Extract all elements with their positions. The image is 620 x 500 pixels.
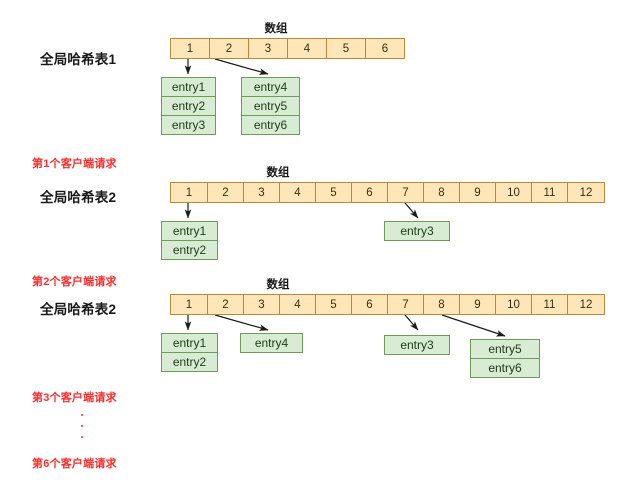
array-cell-s2-6[interactable]: 6 bbox=[352, 183, 388, 202]
array-cell-s2-1[interactable]: 1 bbox=[171, 183, 208, 202]
entry-box[interactable]: entry5 bbox=[241, 96, 300, 116]
array-cell-s2-7[interactable]: 7 bbox=[388, 183, 424, 202]
entry-group-s3-a: entry1 entry2 bbox=[161, 333, 218, 372]
ellipsis-dot bbox=[81, 425, 83, 427]
array-s1: 1 2 3 4 5 6 bbox=[170, 38, 405, 59]
entry-box[interactable]: entry3 bbox=[384, 221, 450, 241]
request-label-6: 第6个客户端请求 bbox=[32, 458, 117, 470]
entry-group-s3-b: entry4 bbox=[240, 333, 303, 353]
entry-group-s2-b: entry3 bbox=[384, 221, 450, 241]
array-caption-s2: 数组 bbox=[266, 167, 290, 179]
array-cell-s3-9[interactable]: 9 bbox=[460, 295, 496, 314]
array-cell-s3-2[interactable]: 2 bbox=[208, 295, 244, 314]
ellipsis-dots bbox=[81, 414, 83, 438]
arrow-s3-cell8-to-group-d bbox=[441, 314, 506, 337]
arrow-s1-cell2-to-group-b bbox=[214, 58, 269, 75]
entry-group-s2-a: entry1 entry2 bbox=[161, 221, 218, 260]
arrow-s3-cell2-to-group-b bbox=[214, 314, 269, 331]
array-cell-s3-1[interactable]: 1 bbox=[171, 295, 208, 314]
array-cell-s1-5[interactable]: 5 bbox=[327, 39, 366, 58]
array-cell-s3-4[interactable]: 4 bbox=[280, 295, 316, 314]
array-caption-s3: 数组 bbox=[266, 279, 290, 291]
array-cell-s2-5[interactable]: 5 bbox=[316, 183, 352, 202]
arrow-s3-cell7-to-group-c bbox=[404, 314, 419, 331]
array-cell-s2-12[interactable]: 12 bbox=[568, 183, 604, 202]
entry-box[interactable]: entry4 bbox=[241, 77, 300, 97]
entry-box[interactable]: entry6 bbox=[470, 358, 540, 378]
entry-box[interactable]: entry6 bbox=[241, 115, 300, 135]
entry-box[interactable]: entry2 bbox=[161, 352, 218, 372]
array-cell-s1-4[interactable]: 4 bbox=[288, 39, 327, 58]
array-cell-s3-12[interactable]: 12 bbox=[568, 295, 604, 314]
row-title-hash-table-2-step2: 全局哈希表2 bbox=[40, 302, 117, 317]
request-label-2: 第2个客户端请求 bbox=[32, 276, 117, 288]
entry-box[interactable]: entry2 bbox=[161, 240, 218, 260]
entry-box[interactable]: entry4 bbox=[240, 333, 303, 353]
entry-box[interactable]: entry1 bbox=[161, 221, 218, 241]
entry-box[interactable]: entry5 bbox=[470, 339, 540, 359]
array-cell-s2-10[interactable]: 10 bbox=[496, 183, 532, 202]
row-title-hash-table-1: 全局哈希表1 bbox=[40, 52, 117, 67]
array-cell-s2-9[interactable]: 9 bbox=[460, 183, 496, 202]
array-cell-s3-11[interactable]: 11 bbox=[532, 295, 568, 314]
array-cell-s3-10[interactable]: 10 bbox=[496, 295, 532, 314]
array-cell-s1-1[interactable]: 1 bbox=[171, 39, 210, 58]
entry-box[interactable]: entry1 bbox=[161, 333, 218, 353]
array-cell-s1-3[interactable]: 3 bbox=[249, 39, 288, 58]
array-cell-s3-6[interactable]: 6 bbox=[352, 295, 388, 314]
entry-box[interactable]: entry3 bbox=[384, 335, 450, 355]
array-caption-s1: 数组 bbox=[264, 23, 288, 35]
entry-group-s1-a: entry1 entry2 entry3 bbox=[161, 77, 216, 135]
array-cell-s3-5[interactable]: 5 bbox=[316, 295, 352, 314]
ellipsis-dot bbox=[81, 436, 83, 438]
array-cell-s2-8[interactable]: 8 bbox=[424, 183, 460, 202]
entry-box[interactable]: entry2 bbox=[161, 96, 216, 116]
array-cell-s2-3[interactable]: 3 bbox=[244, 183, 280, 202]
ellipsis-dot bbox=[81, 414, 83, 416]
array-cell-s3-7[interactable]: 7 bbox=[388, 295, 424, 314]
array-cell-s2-11[interactable]: 11 bbox=[532, 183, 568, 202]
array-cell-s2-4[interactable]: 4 bbox=[280, 183, 316, 202]
array-s2: 1 2 3 4 5 6 7 8 9 10 11 12 bbox=[170, 182, 605, 203]
arrow-s2-cell7-to-group-b bbox=[404, 202, 419, 219]
entry-group-s3-d: entry5 entry6 bbox=[470, 339, 540, 378]
array-cell-s2-2[interactable]: 2 bbox=[208, 183, 244, 202]
array-s3: 1 2 3 4 5 6 7 8 9 10 11 12 bbox=[170, 294, 605, 315]
array-cell-s1-6[interactable]: 6 bbox=[366, 39, 404, 58]
entry-box[interactable]: entry3 bbox=[161, 115, 216, 135]
array-cell-s3-3[interactable]: 3 bbox=[244, 295, 280, 314]
request-label-3: 第3个客户端请求 bbox=[32, 392, 117, 404]
request-label-1: 第1个客户端请求 bbox=[32, 158, 117, 170]
array-cell-s1-2[interactable]: 2 bbox=[210, 39, 249, 58]
row-title-hash-table-2-step1: 全局哈希表2 bbox=[40, 190, 117, 205]
entry-group-s3-c: entry3 bbox=[384, 335, 450, 355]
entry-group-s1-b: entry4 entry5 entry6 bbox=[241, 77, 300, 135]
array-cell-s3-8[interactable]: 8 bbox=[424, 295, 460, 314]
entry-box[interactable]: entry1 bbox=[161, 77, 216, 97]
